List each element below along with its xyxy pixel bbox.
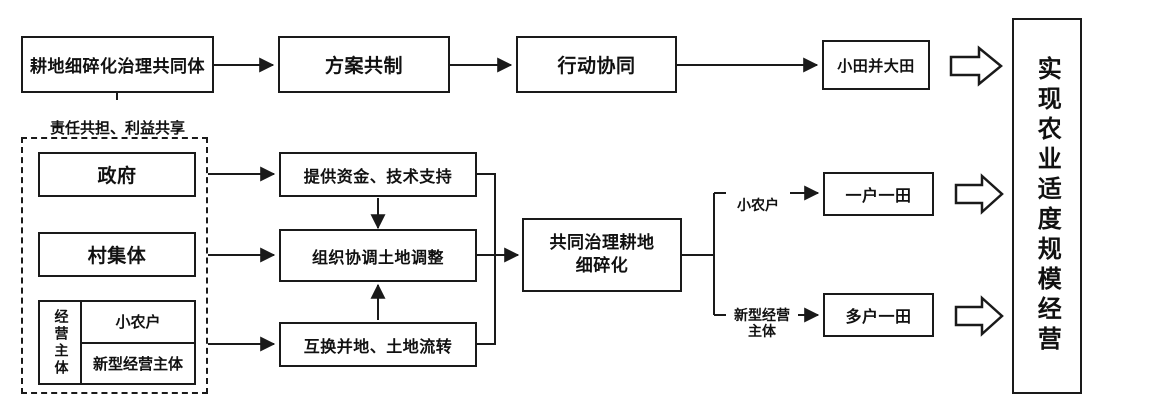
node-land-coordination[interactable]: 组织协调土地调整 xyxy=(279,229,477,282)
node-joint-governance-label: 共同治理耕地 细碎化 xyxy=(549,233,655,276)
node-plan-label: 方案共制 xyxy=(324,55,403,77)
branch-label-new-subject: 新型经营 主体 xyxy=(726,292,798,341)
node-plan[interactable]: 方案共制 xyxy=(278,36,450,93)
node-community-label: 耕地细碎化治理共同体 xyxy=(30,57,205,77)
node-smallholder[interactable]: 小农户 xyxy=(82,302,194,344)
node-joint-governance[interactable]: 共同治理耕地 细碎化 xyxy=(522,218,682,292)
branch-label-smallholder-text: 小农户 xyxy=(737,198,779,215)
node-village-collective-label: 村集体 xyxy=(87,245,147,267)
operating-subjects-rows: 小农户 新型经营主体 xyxy=(82,302,194,383)
bus-exchange xyxy=(477,255,496,345)
branch-label-smallholder: 小农户 xyxy=(726,182,790,215)
node-merge[interactable]: 小田并大田 xyxy=(822,40,930,90)
node-government-label: 政府 xyxy=(97,165,137,187)
node-action-label: 行动协同 xyxy=(557,55,636,77)
node-outcome[interactable]: 实现农业适度规模经营 xyxy=(1012,18,1082,394)
node-funding-support[interactable]: 提供资金、技术支持 xyxy=(279,152,477,197)
node-action[interactable]: 行动协同 xyxy=(516,36,677,93)
node-government[interactable]: 政府 xyxy=(38,152,196,197)
operating-subjects-side-text: 经营主体 xyxy=(52,308,69,377)
connector-label-responsibility: 责任共担、利益共享 xyxy=(30,103,205,138)
node-operating-subjects[interactable]: 经营主体 小农户 新型经营主体 xyxy=(38,300,196,385)
bus-funding xyxy=(477,173,496,255)
node-land-exchange-label: 互换并地、土地流转 xyxy=(303,336,453,356)
block-arrow-multifield-to-outcome xyxy=(954,295,1004,337)
block-arrow-merge-to-outcome xyxy=(949,45,1003,87)
node-one-household-one-field[interactable]: 一户一田 xyxy=(823,172,934,216)
node-merge-label: 小田并大田 xyxy=(837,56,915,75)
operating-subjects-side-label: 经营主体 xyxy=(40,302,82,383)
node-new-business-subject-label: 新型经营主体 xyxy=(92,354,183,373)
node-new-business-subject[interactable]: 新型经营主体 xyxy=(82,344,194,384)
node-multi-household-one-field[interactable]: 多户一田 xyxy=(823,293,934,337)
node-one-household-one-field-label: 一户一田 xyxy=(845,186,912,205)
node-funding-support-label: 提供资金、技术支持 xyxy=(303,166,453,186)
node-community[interactable]: 耕地细碎化治理共同体 xyxy=(21,36,214,93)
node-multi-household-one-field-label: 多户一田 xyxy=(845,307,912,326)
node-land-exchange[interactable]: 互换并地、土地流转 xyxy=(279,322,477,367)
actors-dashed-group xyxy=(21,137,208,394)
node-outcome-label: 实现农业适度规模经营 xyxy=(1033,56,1062,356)
node-land-coordination-label: 组织协调土地调整 xyxy=(311,247,444,267)
branch-label-new-subject-text: 新型经营 主体 xyxy=(734,308,790,341)
node-smallholder-label: 小农户 xyxy=(115,313,161,332)
node-village-collective[interactable]: 村集体 xyxy=(38,232,196,277)
connector-label-text: 责任共担、利益共享 xyxy=(49,119,185,138)
block-arrow-onefield-to-outcome xyxy=(954,173,1004,215)
